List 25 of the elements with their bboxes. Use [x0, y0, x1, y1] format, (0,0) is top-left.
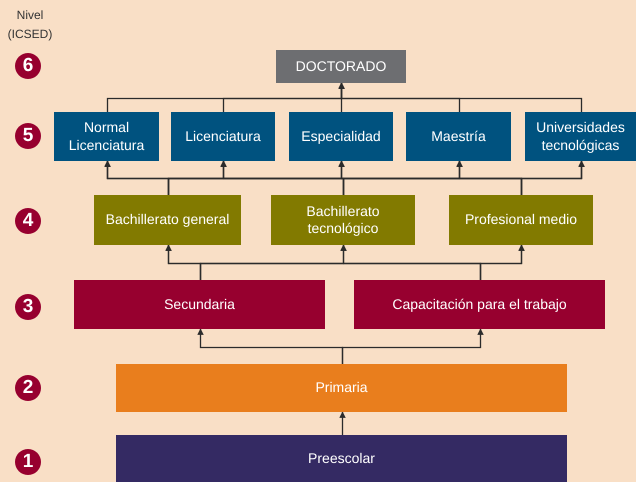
education-level-box: Profesional medio — [449, 195, 593, 245]
level-number-badge: 5 — [15, 123, 41, 149]
education-level-box: Primaria — [116, 364, 567, 412]
education-level-box: Secundaria — [74, 280, 325, 329]
arrow — [339, 411, 346, 435]
axis-title: Nivel (ICSED) — [6, 7, 54, 43]
level-number-badge: 2 — [15, 375, 41, 401]
education-level-box: Preescolar — [116, 435, 567, 482]
education-level-box: DOCTORADO — [276, 50, 406, 83]
education-level-box: Maestría — [406, 112, 511, 161]
arrow — [520, 160, 585, 195]
education-level-box: Bachillerato general — [94, 195, 241, 245]
arrow — [480, 244, 525, 280]
education-level-box: Licenciatura — [171, 112, 275, 161]
level-number-badge: 3 — [15, 294, 41, 320]
arrow — [338, 82, 582, 112]
level-number-badge: 4 — [15, 208, 41, 234]
education-level-box: Especialidad — [289, 112, 393, 161]
level-number-badge: 6 — [15, 53, 41, 79]
education-level-box: Universidades tecnológicas — [525, 112, 636, 161]
education-level-box: Bachillerato tecnológico — [271, 195, 415, 245]
education-level-box: Normal Licenciatura — [54, 112, 159, 161]
education-level-box: Capacitación para el trabajo — [354, 280, 605, 329]
arrow — [342, 328, 484, 364]
level-number-badge: 1 — [15, 449, 41, 475]
